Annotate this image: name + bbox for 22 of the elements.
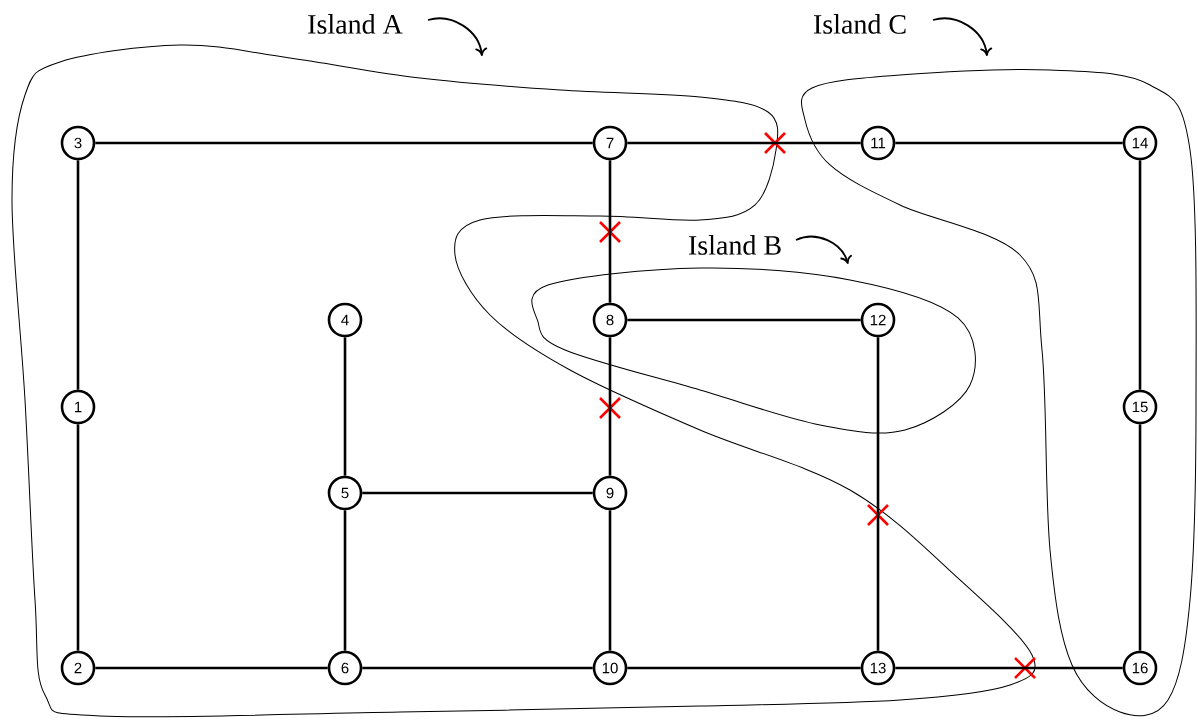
node-label: Island C xyxy=(813,14,906,34)
line xyxy=(627,666,861,670)
line xyxy=(608,160,612,303)
line xyxy=(343,510,347,651)
line xyxy=(895,141,1123,145)
line xyxy=(1138,424,1142,651)
line xyxy=(362,491,593,495)
line xyxy=(627,318,861,322)
line xyxy=(608,337,612,476)
line xyxy=(627,141,861,145)
line xyxy=(343,337,347,476)
line xyxy=(76,160,80,390)
line xyxy=(876,337,880,651)
line xyxy=(95,666,328,670)
line xyxy=(95,141,593,145)
node-label: Island B xyxy=(688,235,781,255)
line xyxy=(895,666,1123,670)
line xyxy=(76,424,80,651)
line xyxy=(362,666,593,670)
node-label: Island A xyxy=(308,14,403,34)
line xyxy=(1138,160,1142,390)
line xyxy=(608,510,612,651)
